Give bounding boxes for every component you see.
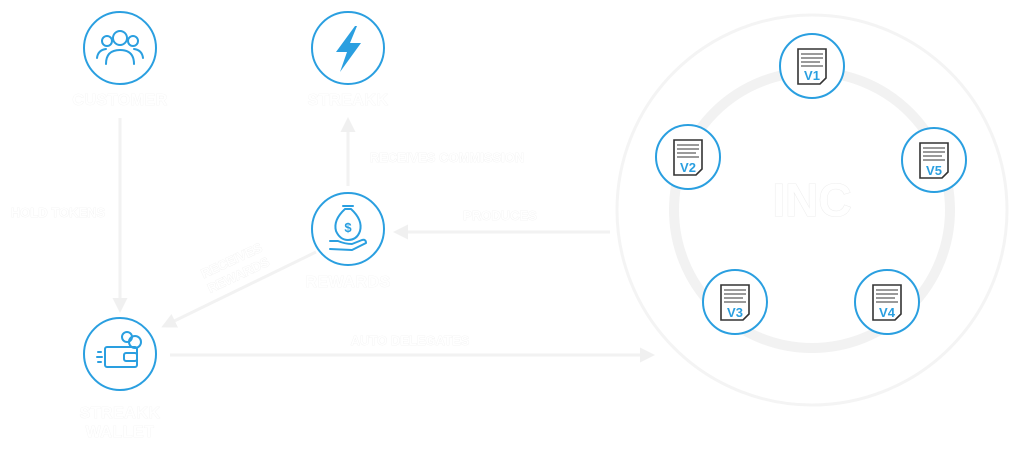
- validator-v5-label: V5: [926, 163, 942, 178]
- node-streakk: STREAKK: [307, 11, 389, 109]
- document-icon: [919, 142, 949, 179]
- money-bag-in-hand-icon: $: [329, 205, 367, 251]
- lightning-bolt-icon: [336, 26, 361, 72]
- validator-v2: V2: [655, 124, 721, 190]
- group-of-people-icon: [96, 30, 144, 65]
- edges: [112, 117, 655, 363]
- wallet-label-line2: WALLET: [86, 424, 155, 441]
- customer-circle: [83, 11, 157, 85]
- document-icon: [872, 284, 902, 321]
- edge-rewards-to-wallet: [161, 250, 317, 328]
- validator-v4: V4: [854, 269, 920, 335]
- document-icon: [720, 284, 750, 321]
- node-rewards: $ REWARDS: [305, 192, 390, 291]
- svg-text:$: $: [344, 220, 352, 235]
- rewards-circle: [311, 192, 385, 266]
- wallet-circle: [83, 317, 157, 391]
- validator-v3-label: V3: [727, 305, 743, 320]
- node-customer: CUSTOMER: [72, 11, 167, 109]
- validator-v1: V1: [779, 33, 845, 99]
- edge-label-produces: PRODUCES: [463, 208, 537, 223]
- edge-label-auto-delegates: AUTO DELEGATES: [351, 333, 470, 348]
- validator-v5: V5: [901, 127, 967, 193]
- document-icon: [797, 48, 827, 85]
- wallet-label-line1: STREAKK: [80, 405, 161, 422]
- edge-label-hold-tokens: HOLD TOKENS: [11, 205, 106, 220]
- document-icon: [673, 139, 703, 176]
- inc-label: INC: [772, 174, 851, 226]
- validator-v3: V3: [702, 269, 768, 335]
- node-streakk-wallet: STREAKK WALLET: [79, 317, 161, 441]
- inc-outer-ring: [615, 13, 1009, 407]
- validator-v4-label: V4: [879, 305, 896, 320]
- validator-v2-label: V2: [680, 160, 696, 175]
- edge-label-receives-commission: RECEIVES COMMISSION: [370, 150, 525, 165]
- rewards-label: REWARDS: [305, 274, 390, 291]
- validator-v1-label: V1: [804, 68, 820, 83]
- streakk-label: STREAKK: [308, 92, 389, 109]
- edge-label-receives-rewards: RECEIVES REWARDS: [198, 239, 272, 296]
- customer-label: CUSTOMER: [72, 92, 167, 109]
- wallet-with-coins-icon: [96, 331, 142, 368]
